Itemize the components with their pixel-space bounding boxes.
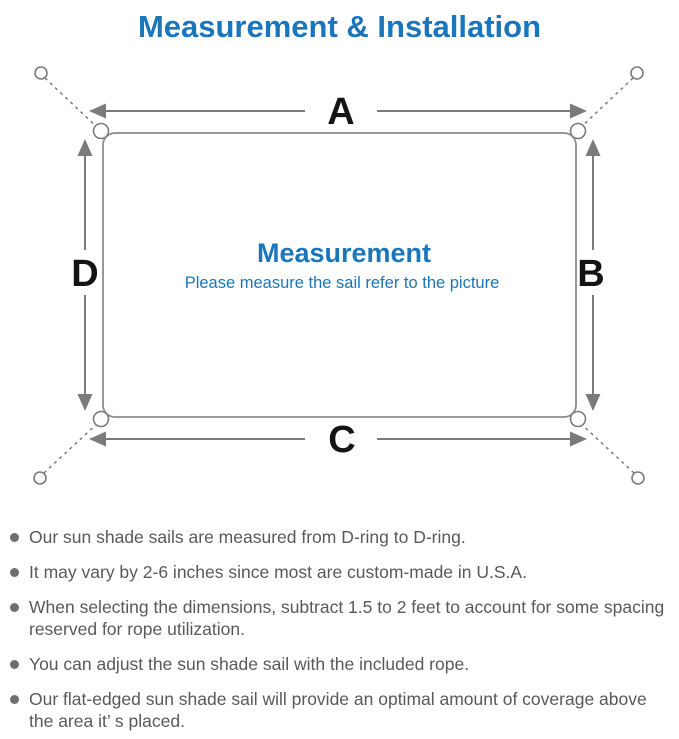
- list-item: You can adjust the sun shade sail with t…: [10, 653, 673, 675]
- arrow-d-down-head: [77, 394, 93, 411]
- d-ring-top-right: [569, 122, 587, 140]
- page-title: Measurement & Installation: [137, 9, 542, 44]
- d-ring-top-left: [92, 122, 110, 140]
- dim-label-a: A: [327, 91, 354, 133]
- bullet-icon: [10, 603, 19, 612]
- arrow-a-right-head: [570, 103, 587, 119]
- note-text: You can adjust the sun shade sail with t…: [29, 654, 470, 674]
- list-item: When selecting the dimensions, subtract …: [10, 596, 673, 640]
- arrow-b-up-head: [585, 139, 601, 156]
- arrow-c-right-head: [570, 431, 587, 447]
- bullet-icon: [10, 568, 19, 577]
- dim-label-d: D: [71, 253, 98, 295]
- dim-label-b: B: [577, 253, 604, 295]
- note-text: Our sun shade sails are measured from D-…: [29, 527, 466, 547]
- note-text: Our flat-edged sun shade sail will provi…: [29, 689, 647, 731]
- anchor-point-top-left: [34, 66, 48, 80]
- bullet-icon: [10, 695, 19, 704]
- anchor-point-bottom-right: [631, 471, 645, 485]
- notes-list: Our sun shade sails are measured from D-…: [0, 526, 679, 732]
- sail-outline: [102, 132, 577, 418]
- bullet-icon: [10, 533, 19, 542]
- d-ring-bottom-left: [92, 410, 110, 428]
- arrow-a-left-head: [89, 103, 106, 119]
- note-text: It may vary by 2-6 inches since most are…: [29, 562, 527, 582]
- rope-line-top-left: [44, 77, 101, 131]
- arrow-d-up-head: [77, 139, 93, 156]
- list-item: Our flat-edged sun shade sail will provi…: [10, 688, 673, 732]
- diagram-center-subtitle: Please measure the sail refer to the pic…: [185, 274, 500, 292]
- rope-line-top-right: [577, 77, 634, 131]
- rope-line-bottom-left: [43, 420, 101, 474]
- diagram-center-title: Measurement: [257, 238, 431, 268]
- d-ring-bottom-right: [569, 410, 587, 428]
- rope-line-bottom-right: [577, 420, 635, 474]
- measurement-diagram: A C D B Measurement Please measure the s…: [33, 66, 645, 485]
- anchor-point-bottom-left: [33, 471, 47, 485]
- bullet-icon: [10, 660, 19, 669]
- arrow-b-down-head: [585, 394, 601, 411]
- list-item: It may vary by 2-6 inches since most are…: [10, 561, 673, 583]
- dim-label-c: C: [328, 419, 355, 461]
- arrow-c-left-head: [89, 431, 106, 447]
- note-text: When selecting the dimensions, subtract …: [29, 597, 665, 639]
- anchor-point-top-right: [630, 66, 644, 80]
- list-item: Our sun shade sails are measured from D-…: [10, 526, 673, 548]
